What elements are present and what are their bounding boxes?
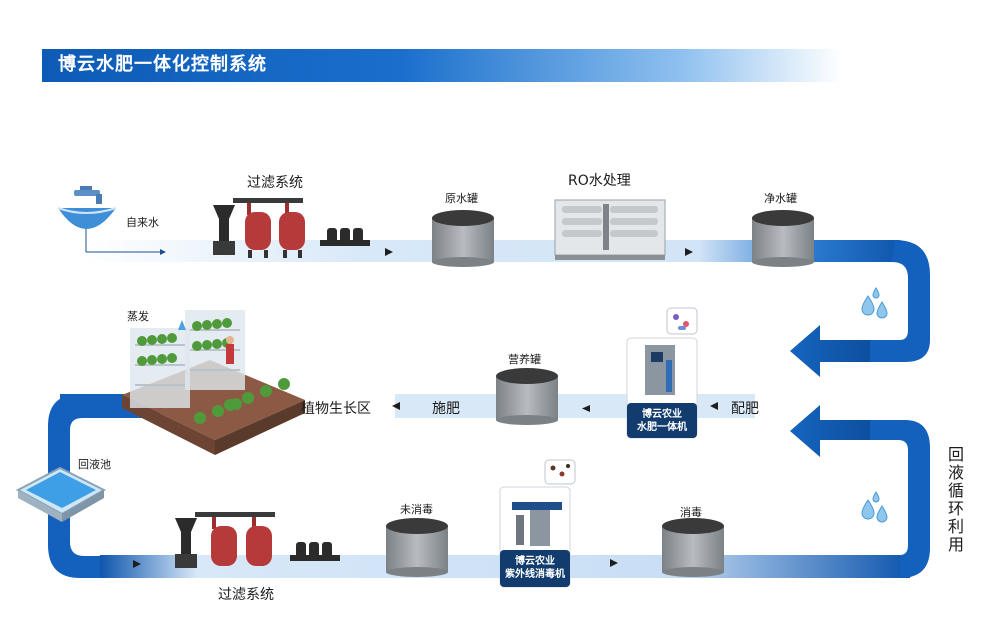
uv-bug-icon <box>544 459 576 485</box>
return-arrow-upper <box>790 325 870 377</box>
filter-system-top <box>213 198 370 258</box>
label-uv-machine: 博云农业 紫外线消毒机 <box>500 555 570 581</box>
flow-arrow <box>685 248 693 256</box>
flow-arrow <box>392 402 400 410</box>
page-title: 博云水肥一体化控制系统 <box>58 54 267 75</box>
label-fertilize: 施肥 <box>432 401 460 417</box>
return-pool-icon <box>15 466 107 522</box>
disinfected-tank <box>662 518 724 577</box>
water-drops-icon <box>861 287 888 319</box>
clean-water-tank <box>752 210 814 267</box>
tap-water-icon <box>57 186 117 229</box>
label-mix: 配肥 <box>731 401 759 417</box>
fertilizer-pills-icon <box>666 307 698 335</box>
uv-line2: 紫外线消毒机 <box>505 569 565 580</box>
label-evaporation: 蒸发 <box>127 310 149 323</box>
machine-line2: 水肥一体机 <box>637 422 687 433</box>
label-nutrient-tank: 营养罐 <box>508 353 541 366</box>
flow-arrow <box>582 405 590 412</box>
label-filter-bottom: 过滤系统 <box>218 587 274 603</box>
flow-arrow <box>133 560 141 568</box>
label-clean-tank: 净水罐 <box>764 192 797 205</box>
tap-line-arrow <box>160 249 166 255</box>
label-recycle: 回液循环利用 <box>945 446 964 554</box>
top-right-bend <box>870 240 930 362</box>
label-plant-zone: 植物生长区 <box>301 401 371 417</box>
left-bend <box>48 394 110 578</box>
fertigation-machine <box>626 337 698 439</box>
label-fertigation-machine: 博云农业 水肥一体机 <box>627 408 697 434</box>
label-raw-tank: 原水罐 <box>445 192 478 205</box>
label-ro: RO水处理 <box>568 173 631 189</box>
plant-growth-zone-illustration <box>122 310 305 455</box>
label-undisinfected: 未消毒 <box>400 503 433 516</box>
filter-system-bottom <box>175 512 340 568</box>
flow-arrow <box>710 402 718 410</box>
title-bar <box>42 49 842 82</box>
undisinfected-tank <box>386 518 448 577</box>
nutrient-tank <box>496 368 558 425</box>
flow-arrow <box>610 559 618 567</box>
ro-unit <box>554 199 666 260</box>
bottom-right-bend <box>870 420 930 578</box>
return-arrow-lower <box>790 405 870 457</box>
water-drops-icon <box>861 491 888 523</box>
uv-line1: 博云农业 <box>515 556 555 567</box>
label-return-pool: 回液池 <box>78 458 111 471</box>
label-tap-water: 自来水 <box>126 216 159 229</box>
label-filter-top: 过滤系统 <box>247 175 303 191</box>
machine-line1: 博云农业 <box>642 409 682 420</box>
raw-water-tank <box>432 210 494 267</box>
uv-disinfection-machine <box>499 486 571 588</box>
label-disinfected: 消毒 <box>680 506 702 519</box>
flow-arrow <box>385 248 393 256</box>
